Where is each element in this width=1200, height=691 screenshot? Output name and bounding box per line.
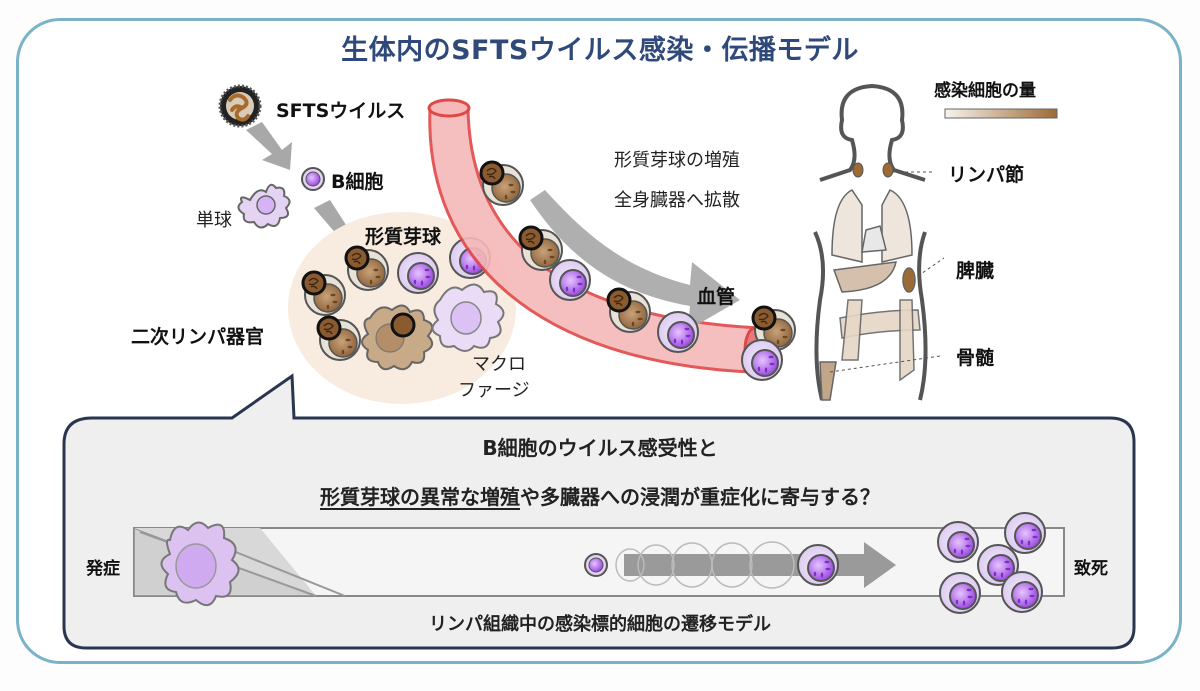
body-silhouette <box>813 83 928 401</box>
liver-icon <box>832 261 897 293</box>
plasmablast-label: 形質芽球 <box>365 226 442 248</box>
legend-gradient-bar <box>944 108 1058 119</box>
macrophage-icon <box>431 283 505 352</box>
macrophage-label-2: ファージ <box>458 380 530 401</box>
macrophage-label-1: マクロ <box>472 354 526 375</box>
hypothesis-line-1: B細胞のウイルス感受性と <box>482 436 718 460</box>
spleen-icon <box>902 267 916 293</box>
virus-label: SFTSウイルス <box>276 100 406 122</box>
organ-label-lymph-node: リンパ節 <box>948 164 1025 186</box>
monocyte-icon <box>237 183 291 229</box>
hypothesis-underlined: 形質芽球の異常な増殖 <box>320 485 520 509</box>
organs <box>819 189 921 401</box>
hypothesis-rest: や多臓器への浸潤が重症化に寄与する？ <box>520 485 880 509</box>
hypothesis-line-2: 形質芽球の異常な増殖や多臓器への浸潤が重症化に寄与する？ <box>60 481 1140 510</box>
b-cell-icon <box>301 167 325 191</box>
spread-label-2: 全身臓器へ拡散 <box>614 190 740 211</box>
lymph-node-icon <box>852 162 894 178</box>
secondary-lymphoid-label: 二次リンパ器官 <box>131 326 265 348</box>
organ-label-bone-marrow: 骨髄 <box>956 347 995 369</box>
femur-icon <box>819 361 837 401</box>
b-cell-label: B細胞 <box>331 171 384 193</box>
sfts-virus-icon <box>218 84 262 128</box>
transition-ghost-cells <box>615 541 795 589</box>
blood-vessel-label: 血管 <box>697 286 736 308</box>
onset-label: 発症 <box>86 559 120 579</box>
page-title: 生体内のSFTSウイルス感染・伝播モデル <box>341 35 859 66</box>
spread-label-1: 形質芽球の増殖 <box>614 150 740 171</box>
monocyte-large-icon <box>160 521 240 607</box>
monocyte-label: 単球 <box>196 210 232 231</box>
infected-macrophage-icon <box>361 304 434 371</box>
transition-caption: リンパ組織中の感染標的細胞の遷移モデル <box>429 614 771 635</box>
arrow-virus-to-bcell <box>246 122 292 170</box>
leader-lines <box>829 171 945 373</box>
arrow-spread <box>530 190 740 330</box>
legend-title: 感染細胞の量 <box>934 81 1036 101</box>
death-label: 致死 <box>1074 559 1108 579</box>
organ-label-spleen: 脾臓 <box>956 260 995 282</box>
